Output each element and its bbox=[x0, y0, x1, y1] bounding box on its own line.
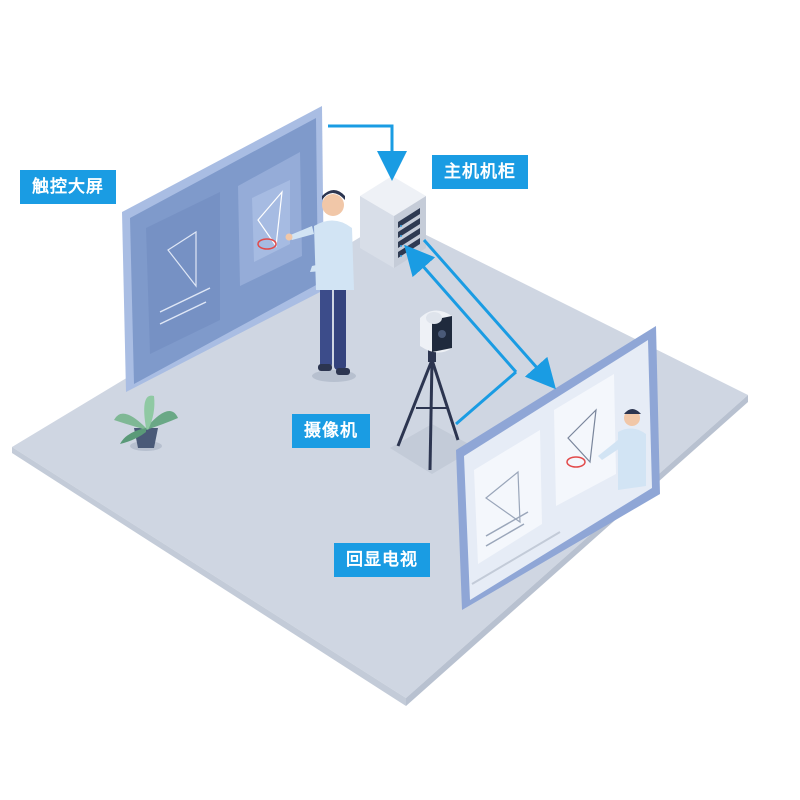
touch-big-screen bbox=[122, 106, 324, 392]
label-camera: 摄像机 bbox=[292, 414, 370, 448]
arrow-camera-link bbox=[455, 370, 517, 426]
arrow-camera-to-cabinet bbox=[404, 244, 518, 373]
label-touch-screen: 触控大屏 bbox=[20, 170, 116, 204]
connection-arrows bbox=[328, 124, 556, 426]
arrow-screen-to-cabinet bbox=[328, 124, 407, 181]
echo-tv bbox=[456, 326, 660, 610]
label-host-cabinet: 主机机柜 bbox=[432, 155, 528, 189]
arrow-cabinet-to-tv bbox=[422, 239, 556, 390]
camera-tripod-icon bbox=[390, 310, 476, 474]
teacher-figure-icon bbox=[285, 190, 356, 382]
label-echo-tv: 回显电视 bbox=[334, 543, 430, 577]
potted-plant-icon bbox=[114, 395, 178, 451]
